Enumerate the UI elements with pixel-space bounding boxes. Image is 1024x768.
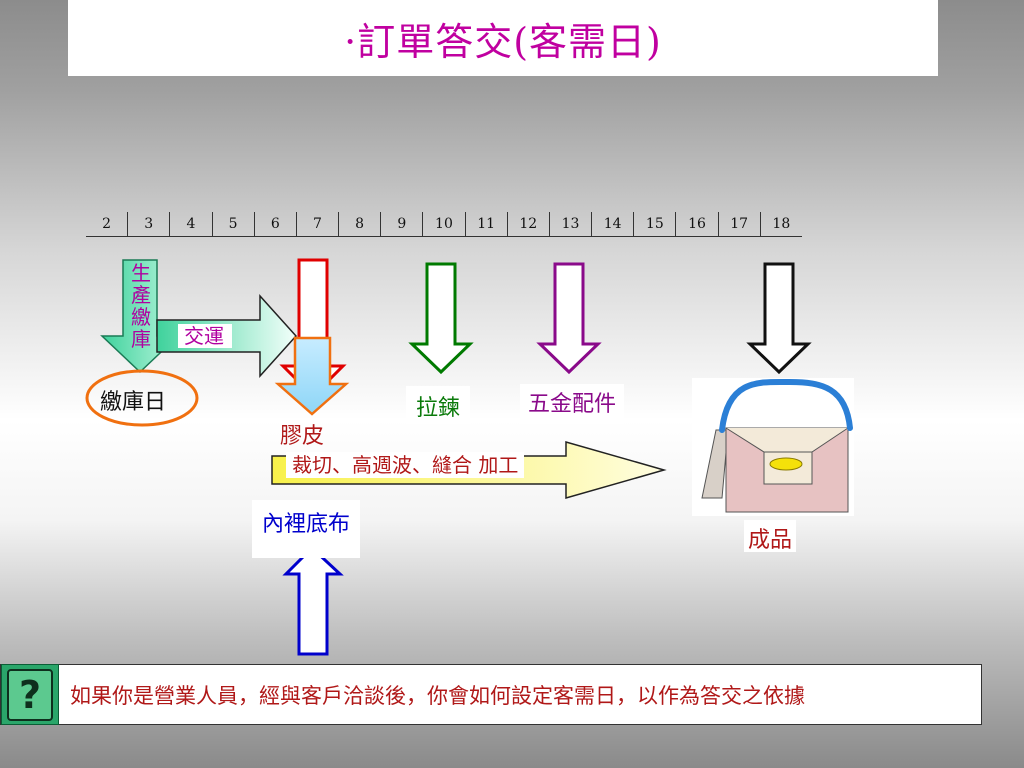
zipper-label: 拉鍊 — [406, 386, 471, 424]
stock-date-label: 繳庫日 — [100, 390, 167, 415]
timeline-tick: 9 — [381, 212, 424, 236]
timeline-tick: 8 — [339, 212, 382, 236]
process-label: 裁切、高週波、縫合 加工 — [286, 452, 525, 478]
timeline-tick: 16 — [676, 212, 719, 236]
rubber-down-arrow — [274, 336, 350, 416]
timeline-tick: 10 — [423, 212, 466, 236]
question-text: 如果你是營業人員，經與客戶洽談後，你會如何設定客需日，以作為答交之依據 — [70, 684, 805, 708]
timeline-tick: 12 — [508, 212, 550, 236]
stock-date-ellipse — [85, 369, 199, 427]
timeline-tick: 18 — [772, 216, 791, 232]
timeline-tick: 15 — [634, 212, 677, 236]
question-mark-icon: ? — [7, 668, 53, 721]
product-down-arrow — [746, 262, 812, 375]
timeline-tick: 4 — [170, 212, 213, 236]
production-char: 生 — [131, 261, 151, 285]
product-label: 成品 — [744, 520, 797, 553]
production-stock-label: 生 產 繳 庫 — [129, 262, 153, 350]
rubber-label: 膠皮 — [280, 424, 325, 449]
hardware-label: 五金配件 — [520, 384, 625, 424]
hardware-down-arrow — [536, 262, 602, 375]
zipper-down-arrow — [408, 262, 474, 375]
timeline-tick: 5 — [213, 212, 255, 236]
timeline-tick: 14 — [592, 212, 635, 236]
bag-icon — [692, 378, 854, 516]
title-box: ·訂單答交(客需日) — [68, 0, 938, 76]
timeline-tick: 11 — [466, 212, 508, 236]
timeline-tick: 17 — [719, 212, 761, 236]
question-bar — [0, 664, 982, 725]
transport-label: 交運 — [178, 324, 232, 348]
timeline-tick: 7 — [297, 212, 340, 236]
production-char: 產 — [131, 283, 151, 307]
production-char: 繳 — [131, 305, 151, 329]
help-button[interactable]: ? — [1, 664, 59, 725]
lining-up-arrow — [282, 545, 344, 656]
production-char: 庫 — [131, 327, 151, 351]
timeline-tick: 13 — [550, 212, 593, 236]
lining-label: 內裡底布 — [252, 500, 361, 558]
timeline-tick: 6 — [255, 212, 297, 236]
timeline-tick: 3 — [128, 212, 171, 236]
timeline-tick: 2 — [86, 212, 129, 236]
page-title: ·訂單答交(客需日) — [344, 19, 662, 64]
